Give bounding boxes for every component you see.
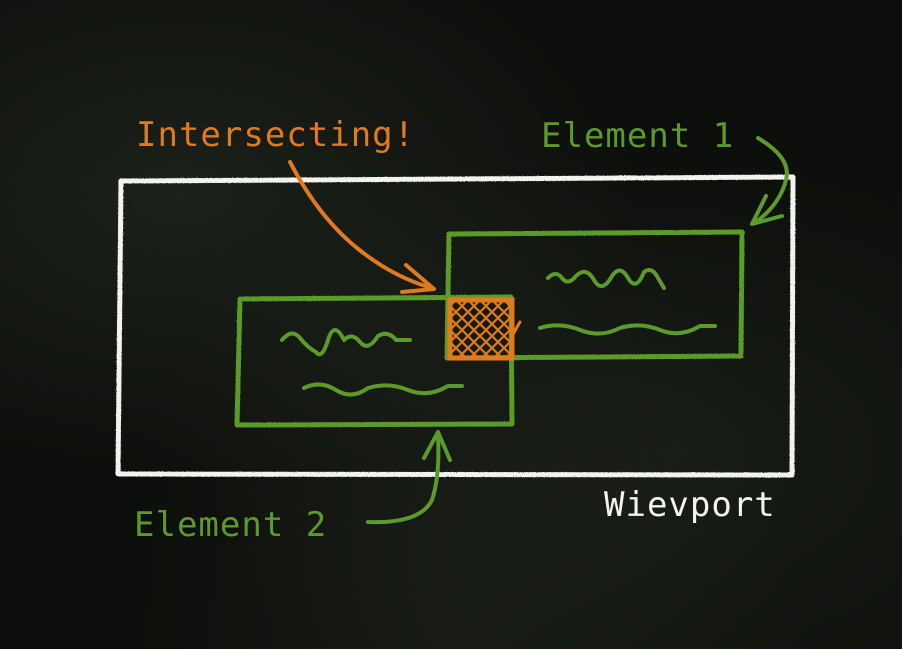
element-2-text-line-2 (302, 382, 464, 397)
intersecting-label: Intersecting! (136, 115, 415, 155)
viewport-label: Wievport (604, 485, 776, 525)
element-2-arrow (366, 434, 441, 525)
element-1-text-line-1 (546, 268, 666, 290)
element-2-arrow-head (422, 430, 452, 462)
intersection-area (447, 297, 515, 361)
element-1-arrow-head (750, 194, 784, 226)
element-1-text-line-2 (538, 323, 717, 336)
intersecting-arrow (288, 160, 434, 290)
intersection-tick (510, 320, 522, 338)
element-2-label: Element 2 (134, 505, 327, 545)
element-1-label: Element 1 (541, 116, 734, 156)
element-1-arrow (754, 136, 789, 224)
intersecting-arrow-head (400, 263, 436, 294)
element-2-text-line-1 (280, 328, 412, 357)
element-2-rect (234, 294, 515, 428)
viewport-rect (115, 174, 796, 478)
